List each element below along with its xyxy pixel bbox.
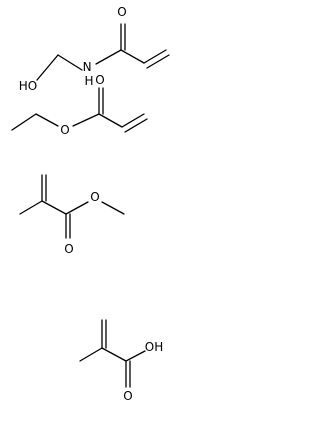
bond-ho-ch2: [36, 54, 59, 81]
carbonyl-oxygen-label: O: [95, 73, 104, 87]
bond-c-ch3: [79, 347, 103, 362]
bond-c-ch: [98, 113, 123, 128]
molecule-ethyl-acrylate: O O: [11, 73, 148, 137]
bond-ch3-ch2: [11, 113, 37, 131]
molecule-n-hydroxymethyl-acrylamide: O HO N H: [19, 5, 170, 93]
carbonyl-oxygen-label: O: [64, 242, 73, 256]
carbonyl-oxygen-label: O: [117, 5, 126, 19]
ester-oxygen-label: O: [90, 190, 99, 204]
bond-c-oh: [125, 350, 146, 362]
bond-n-c: [95, 49, 122, 65]
bond-ch2-n: [57, 54, 83, 71]
bond-c-c: [41, 200, 67, 215]
amide-h-label: H: [84, 74, 93, 88]
molecule-methyl-methacrylate: O O: [19, 174, 125, 256]
carbonyl-oxygen-label: O: [123, 389, 132, 403]
bond-ch-ch2-double: [124, 118, 148, 133]
bond-c-o-single: [65, 201, 89, 215]
bond-c-ch: [120, 49, 145, 64]
bond-ch-ch2: [121, 113, 145, 128]
bond-o-c: [72, 113, 100, 127]
bond-c-ch3: [19, 200, 43, 215]
molecule-methacrylic-acid: O OH: [79, 319, 163, 403]
chemical-structures: O HO N H O O O O: [11, 5, 170, 403]
bond-ch2-o: [35, 113, 59, 127]
bond-ch-ch2-double: [146, 54, 170, 69]
bond-o-ch3: [101, 201, 125, 215]
bond-ch-ch2: [143, 49, 167, 64]
ester-oxygen-label: O: [60, 123, 69, 137]
hydroxyl-label: OH: [145, 340, 163, 354]
amide-n-label: N: [83, 60, 92, 74]
amide-nh-label: N H: [83, 60, 96, 88]
hydroxyl-label: HO: [19, 79, 37, 93]
bond-c-c: [101, 347, 127, 362]
